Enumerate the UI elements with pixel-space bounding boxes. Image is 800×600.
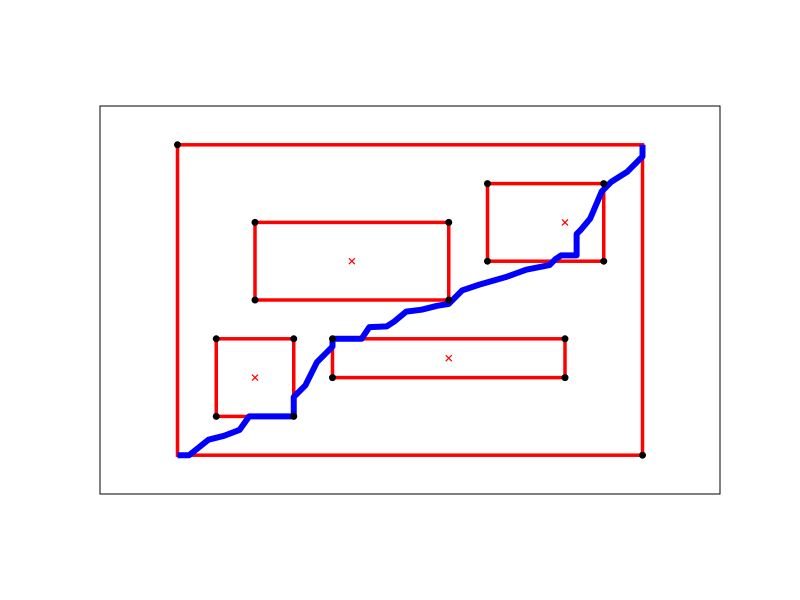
obstacle-vertex [600,257,608,265]
obstacle-vertex [212,412,220,420]
planned-path [177,144,646,459]
boundary-vertex [639,451,646,459]
obstacle-vertex [290,335,298,343]
obstacle-vertex [445,218,453,226]
obstacle-vertex [329,374,336,382]
obstacle-vertex [561,335,569,343]
boundary-vertex [174,141,181,149]
obstacle-center-marker [445,354,453,362]
obstacle-vertex [251,218,259,226]
obstacles-layer [175,143,645,457]
obstacle-vertex [212,335,220,343]
obstacle-vertex [445,296,453,304]
plot-frame [99,105,721,495]
obstacle-center-marker [348,257,356,265]
obstacle-vertex [329,335,336,343]
obstacle-vertex [484,257,491,265]
vertex-layer [174,141,646,459]
obstacle-rect [330,337,567,380]
obstacle-vertex [561,374,569,382]
obstacle-vertex [600,180,608,188]
path-layer [177,144,646,459]
obstacle-vertex [251,296,259,304]
obstacle-center-marker [251,374,259,382]
obstacle-rect [253,220,451,302]
obstacle-center-marker [561,218,569,226]
obstacle-rect [485,181,606,263]
obstacle-vertex [290,412,298,420]
obstacle-vertex [484,180,491,188]
boundary-rect [175,143,645,457]
center-layer [251,218,569,382]
